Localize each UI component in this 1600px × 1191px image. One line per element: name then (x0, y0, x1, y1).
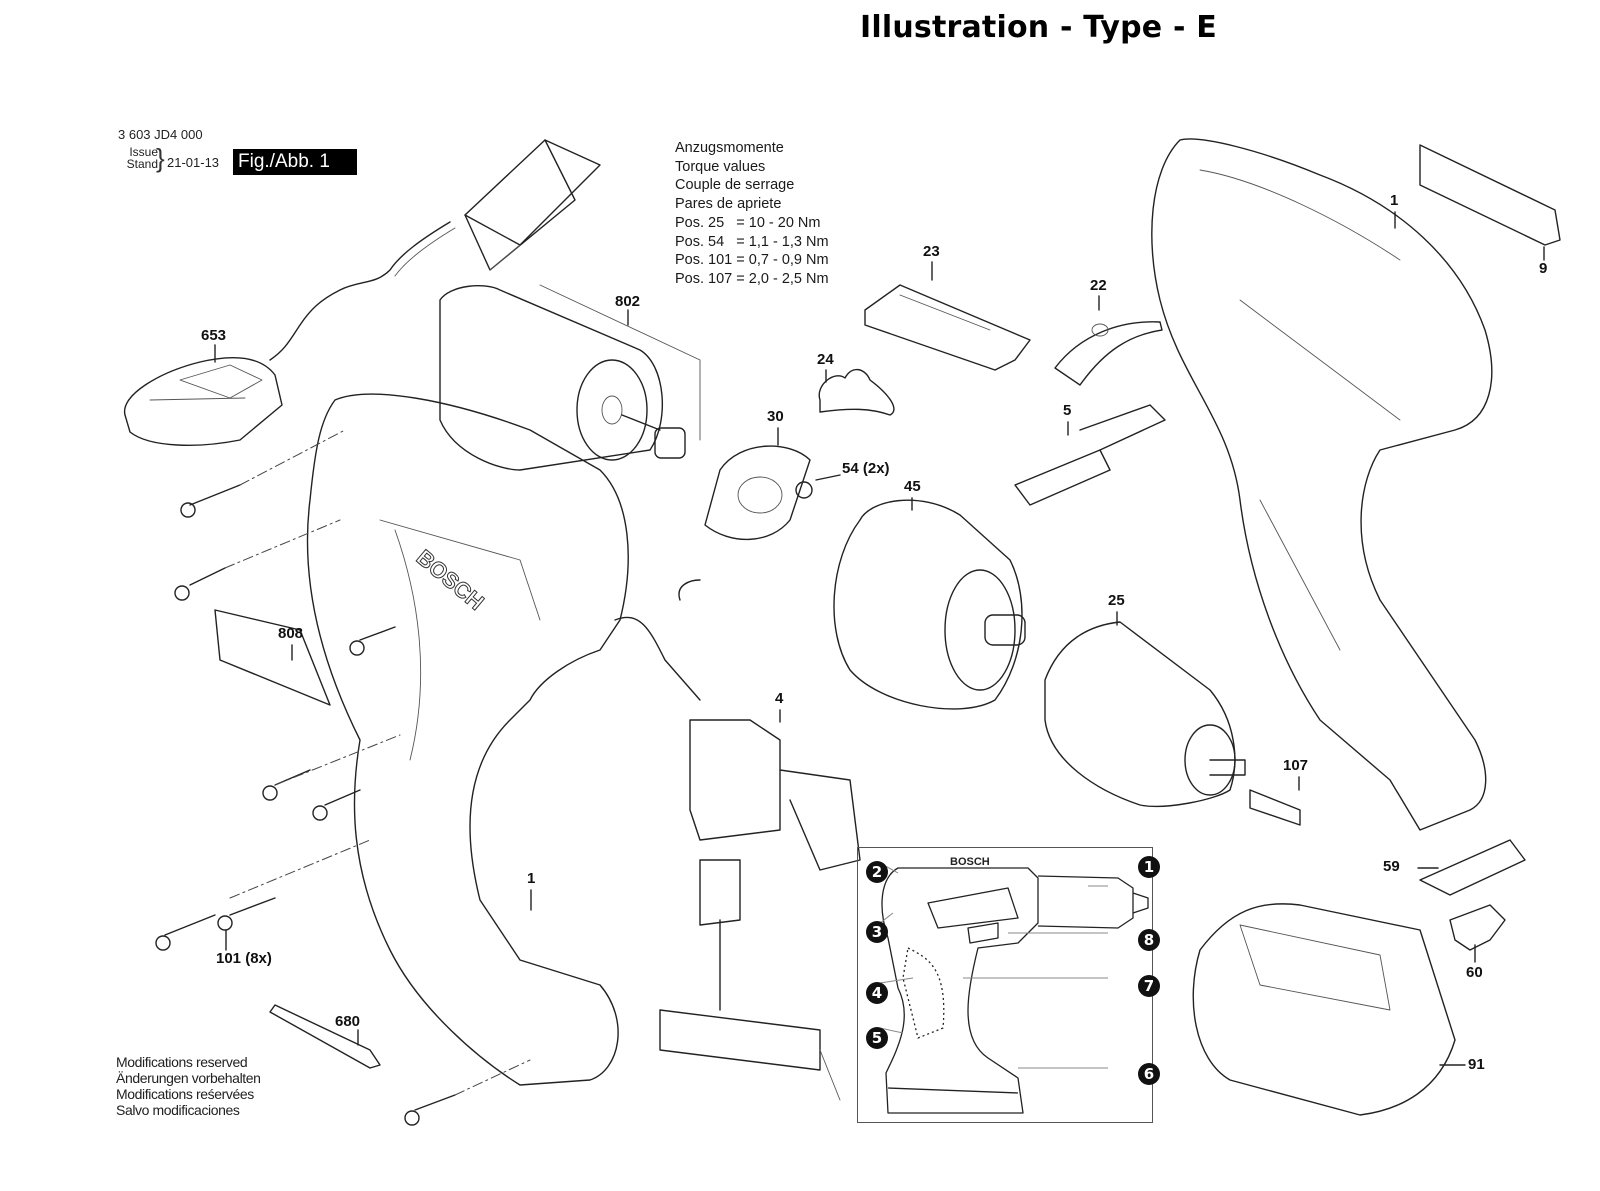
label-808-drawing (214, 609, 331, 706)
part-label-22: 22 (1090, 277, 1107, 294)
torque-value: = 1,1 - 1,3 Nm (736, 233, 829, 250)
torque-table: Anzugsmomente Torque values Couple de se… (675, 139, 829, 289)
part-label-107: 107 (1283, 757, 1309, 774)
adapter-653-drawing (124, 357, 283, 446)
torque-row: Pos. 54 = 1,1 - 1,3 Nm (675, 233, 829, 252)
part-label-60: 60 (1466, 964, 1483, 981)
notice-es: Salvo modificaciones (116, 1102, 240, 1118)
leader-lines (214, 211, 1545, 1066)
figure-label: Fig./Abb. 1 (233, 149, 357, 175)
torque-pos: Pos. 54 (675, 233, 733, 250)
cover-23-drawing (864, 284, 1031, 371)
torque-row: Pos. 107 = 2,0 - 2,5 Nm (675, 270, 829, 289)
modifications-notice: Modifications reserved Änderungen vorbeh… (116, 1054, 261, 1118)
callout-1: 1 (1138, 856, 1160, 878)
page-title: Illustration - Type - E (860, 10, 1217, 45)
torque-pos: Pos. 101 (675, 252, 733, 269)
callout-5: 5 (866, 1027, 888, 1049)
torque-value: = 2,0 - 2,5 Nm (736, 270, 829, 287)
torque-heading-fr: Couple de serrage (675, 177, 795, 194)
callout-8: 8 (1138, 929, 1160, 951)
notice-en: Modifications reserved (116, 1054, 248, 1070)
part-label-5: 5 (1063, 402, 1072, 419)
part-label-101: 101 (8x) (216, 950, 272, 967)
bosch-logo-22 (1091, 323, 1109, 337)
part-label-24: 24 (817, 351, 834, 368)
notice-fr: Modifications reśervées (116, 1086, 254, 1102)
part-label-808: 808 (278, 625, 304, 642)
part-label-45: 45 (904, 478, 921, 495)
part-label-802: 802 (615, 293, 641, 310)
notice-de: Änderungen vorbehalten (116, 1070, 261, 1086)
plate-30-drawing (704, 445, 813, 541)
torque-heading-de: Anzugsmomente (675, 140, 784, 156)
torque-pos: Pos. 107 (675, 270, 733, 287)
torque-value: = 0,7 - 0,9 Nm (736, 252, 829, 269)
slide-5-drawing (1014, 404, 1166, 506)
cross-60-drawing (1449, 904, 1506, 951)
callout-4: 4 (866, 982, 888, 1004)
callout-6: 6 (1138, 1063, 1160, 1085)
motor-802-drawing (439, 284, 701, 471)
issue-label-de: Stand (126, 157, 158, 171)
overview-inset: BOSCH (857, 847, 1153, 1123)
torque-row: Pos. 101 = 0,7 - 0,9 Nm (675, 251, 829, 270)
brace-glyph: } (156, 143, 165, 173)
torque-heading-es: Pares de apriete (675, 196, 782, 213)
overview-drill-drawing (879, 862, 1149, 1114)
battery-91-drawing (1192, 903, 1456, 1116)
slider-22-drawing (1054, 321, 1163, 386)
part-label-1-left: 1 (527, 870, 536, 887)
gear-unit-45-drawing (833, 499, 1026, 710)
switch-4-drawing (614, 579, 861, 1101)
part-label-653: 653 (201, 327, 227, 344)
part-label-1-right: 1 (1390, 192, 1399, 209)
part-label-59: 59 (1383, 858, 1400, 875)
housing-brand-text: BOSCH (412, 545, 489, 615)
issue-date: 21-01-13 (167, 155, 220, 170)
torque-pos: Pos. 25 (675, 214, 733, 231)
part-label-30: 30 (767, 408, 784, 425)
chuck-25-drawing (1044, 621, 1246, 808)
callout-3: 3 (866, 921, 888, 943)
clip-59-drawing (1419, 839, 1526, 896)
bit-680-drawing (269, 1004, 381, 1069)
charger-unit-drawing (269, 139, 601, 361)
document-number: 3 603 JD4 000 (118, 127, 203, 142)
inset-brand-text: BOSCH (950, 856, 990, 868)
part-label-91: 91 (1468, 1056, 1485, 1073)
part-label-54: 54 (2x) (842, 460, 890, 477)
part-label-680: 680 (335, 1013, 361, 1030)
axis-lines (224, 429, 531, 1096)
housing-left-drawing (306, 393, 629, 1086)
torque-row: Pos. 25 = 10 - 20 Nm (675, 214, 829, 233)
issue-label-en: Issue (129, 145, 158, 159)
part-label-25: 25 (1108, 592, 1125, 609)
part-label-4: 4 (775, 690, 784, 707)
torque-value: = 10 - 20 Nm (736, 214, 821, 231)
callout-7: 7 (1138, 975, 1160, 997)
part-label-9: 9 (1539, 260, 1548, 277)
housing-right-drawing (1151, 138, 1493, 831)
callout-2: 2 (866, 861, 888, 883)
screw-107-drawing (1249, 789, 1301, 826)
label-9-drawing (1419, 144, 1561, 246)
torque-heading-en: Torque values (675, 158, 766, 175)
issue-label: Issue Stand (118, 146, 158, 170)
part-label-23: 23 (923, 243, 940, 260)
spring-24-drawing (818, 368, 895, 416)
